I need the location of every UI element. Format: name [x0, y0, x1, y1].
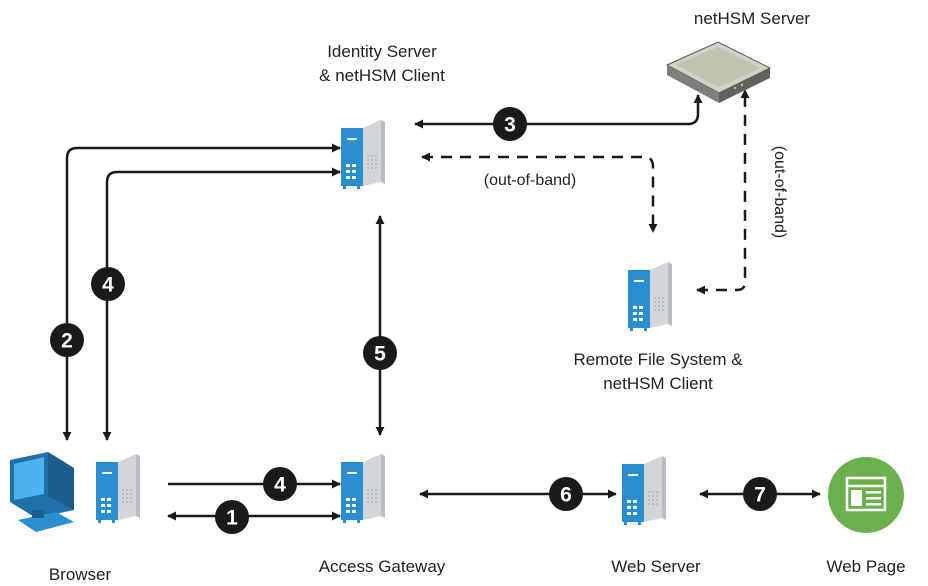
step-badge-1: 1: [215, 500, 249, 534]
step-badge-2: 2: [50, 323, 84, 357]
remote-fs-label-line1: Remote File System &: [573, 350, 743, 369]
svg-text:6: 6: [560, 484, 572, 507]
svg-text:3: 3: [504, 114, 516, 137]
web-server-icon: [622, 456, 666, 525]
connectors: [62, 89, 821, 521]
browser-tower-icon: [96, 454, 140, 523]
step-badge-3: 3: [493, 107, 527, 141]
remote-fs-label-line2: netHSM Client: [603, 374, 713, 393]
arrow-oob-remote: [696, 89, 750, 295]
arrow-step-4-vertical: [102, 167, 341, 441]
browser-label: Browser: [49, 565, 112, 584]
web-page-label: Web Page: [826, 557, 905, 576]
arrow-oob-identity: [421, 152, 658, 233]
arrow-step-3: [414, 94, 703, 129]
identity-server-label-line1: Identity Server: [327, 42, 437, 61]
svg-text:5: 5: [374, 343, 386, 366]
svg-text:1: 1: [226, 507, 238, 530]
web-server-label: Web Server: [611, 557, 701, 576]
step-badge-7: 7: [743, 477, 777, 511]
arrow-step-2: [62, 143, 341, 441]
step-badge-4-vertical: 4: [91, 267, 125, 301]
svg-text:4: 4: [102, 274, 114, 297]
browser-monitor-icon: [10, 452, 74, 532]
svg-text:2: 2: [61, 330, 73, 353]
oob-label-vertical: (out-of-band): [771, 146, 788, 239]
step-badge-5: 5: [363, 336, 397, 370]
web-page-icon: [828, 457, 904, 533]
oob-label-horizontal: (out-of-band): [484, 172, 577, 189]
access-gateway-icon: [341, 454, 385, 523]
nethsm-server-label: netHSM Server: [694, 9, 811, 28]
identity-server-icon: [341, 120, 385, 189]
step-badge-4-horizontal: 4: [263, 467, 297, 501]
identity-server-label-line2: & netHSM Client: [319, 66, 445, 85]
svg-text:4: 4: [274, 474, 286, 497]
remote-file-system-icon: [628, 262, 672, 331]
access-gateway-label: Access Gateway: [319, 557, 446, 576]
svg-text:7: 7: [754, 484, 766, 507]
step-badge-6: 6: [549, 477, 583, 511]
nethsm-server-icon: [665, 41, 772, 103]
